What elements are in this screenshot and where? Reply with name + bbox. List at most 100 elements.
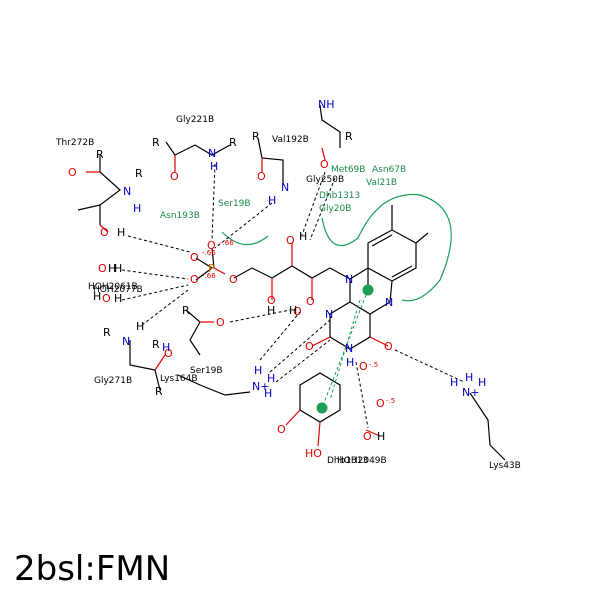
hoh2077-h2: H — [114, 292, 122, 305]
ser19-o: O — [216, 316, 225, 329]
hydrophobic-arc-2 — [321, 193, 452, 302]
atom-o2: O — [305, 340, 314, 353]
hoh2077-h: H — [93, 290, 101, 303]
gly271-h: H — [136, 320, 144, 333]
gly271-o: O — [164, 347, 173, 360]
label-gly271b: Gly271B — [94, 376, 132, 386]
lys164-nplus: N+ — [252, 380, 269, 393]
dhb-ring — [299, 372, 341, 423]
atom-o3p-h: H — [299, 230, 307, 243]
lys43-h3: H — [465, 371, 473, 384]
atom-op3: O — [190, 273, 199, 286]
benzene-ring — [367, 229, 417, 282]
dhb-oh: HO — [305, 447, 322, 460]
atom-labels: N N N N H O O O O H O H O P O O O -.66 -… — [190, 230, 393, 369]
hydrogen-bonds — [121, 163, 465, 429]
charge-op2: -.66 — [202, 249, 216, 257]
residue-labels: Thr272B Gly221B Val192B Gly250B Ser19B A… — [55, 115, 521, 471]
label-thr272b: Thr272B — [55, 138, 94, 148]
label-asn193b: Asn193B — [160, 211, 200, 221]
thr-h: H — [133, 202, 141, 215]
label-gly250b: Gly250B — [306, 175, 344, 185]
hydrophobic-arc-1 — [221, 231, 269, 246]
gly221-r: R — [152, 136, 160, 149]
gly250-h: H — [268, 194, 276, 207]
label-lys164b: Lys164B — [160, 374, 198, 384]
atom-n1: N — [385, 296, 393, 309]
dhb-o: O — [277, 423, 286, 436]
hoh2061-h2: H — [114, 262, 122, 275]
label-val21b: Val21B — [366, 178, 397, 188]
thr-o: O — [68, 166, 77, 179]
hoh-o: O — [363, 430, 372, 443]
gly221-h: H — [210, 160, 218, 173]
atom-n5-h: H — [346, 356, 354, 369]
q1-o: O — [359, 360, 368, 373]
gly271-r2: R — [155, 385, 163, 398]
val192-nh: NH — [318, 98, 335, 111]
atom-o2p: O — [306, 295, 315, 308]
atom-o4p: O — [267, 294, 276, 307]
residue-atoms: R O R N H O H R O N H R R O N H NH R O O… — [68, 98, 486, 460]
gly250-n: N — [281, 181, 289, 194]
thr-og-h: H — [117, 226, 125, 239]
pi-center-dhb — [316, 402, 328, 414]
label-val192b: Val192B — [272, 135, 309, 145]
val192-r: R — [345, 130, 353, 143]
atom-h-ser: H — [289, 304, 297, 317]
q1-charge: -.5 — [369, 361, 378, 369]
label-ser19b-bottom: Ser19B — [190, 366, 223, 376]
lys43-h1: H — [450, 376, 458, 389]
label-dhb1313-bottom: Dhb1313 — [327, 456, 368, 466]
gly271-r: R — [103, 326, 111, 339]
page-title: 2bsl:FMN — [14, 549, 171, 589]
label-gly20b: Gly20B — [319, 204, 351, 214]
label-hoh2077b: HOH2077B — [93, 285, 143, 295]
lys164-h2: H — [267, 372, 275, 385]
hoh-h: H — [377, 430, 385, 443]
atom-p: P — [208, 262, 215, 275]
atom-o-ser: O — [293, 305, 302, 318]
fmn-ligand — [195, 205, 429, 350]
atom-n3: N — [325, 308, 333, 321]
thr-og: O — [100, 226, 109, 239]
label-lys43b: Lys43B — [489, 461, 521, 471]
atom-n10: N — [345, 273, 353, 286]
hoh2077-o: O — [102, 292, 111, 305]
lys43-h2: H — [478, 376, 486, 389]
charge-op3: -.66 — [202, 272, 216, 280]
atom-o4p-h: H — [267, 304, 275, 317]
thr-r: R — [96, 148, 104, 161]
hoh2061-h: H — [108, 262, 116, 275]
gly221-n: N — [208, 147, 216, 160]
atom-o5p: O — [229, 273, 238, 286]
ser19-r: R — [182, 304, 190, 317]
lys164-r: R — [152, 338, 160, 351]
gly221-o: O — [170, 170, 179, 183]
lys164-h1: H — [254, 364, 262, 377]
residue-skeletons — [77, 104, 506, 461]
label-ser19b-top: Ser19B — [218, 199, 251, 209]
gly250-o: O — [257, 170, 266, 183]
lys43-nplus: N+ — [462, 386, 479, 399]
label-gly221b: Gly221B — [176, 115, 214, 125]
hoh2061-o: O — [98, 262, 107, 275]
q2-o: O — [376, 397, 385, 410]
atom-n5: N — [345, 342, 353, 355]
thr-r2: R — [135, 167, 143, 180]
gly271-n: N — [122, 335, 130, 348]
pi-center-flavin — [362, 284, 374, 296]
lys164-h3: H — [264, 387, 272, 400]
atom-op2: O — [190, 251, 199, 264]
val192-o: O — [320, 158, 329, 171]
label-asn67b: Asn67B — [372, 165, 406, 175]
atom-o4: O — [384, 340, 393, 353]
hydrophobic-contacts — [221, 193, 452, 302]
atom-op1: O — [207, 239, 216, 252]
q2-charge: -.5 — [386, 397, 395, 405]
lys164-nh: H — [162, 341, 170, 354]
charge-op1: -.66 — [220, 239, 234, 247]
label-hoh-bottom: HOH2049B — [337, 456, 387, 466]
label-dhb1313: Dhb1313 — [319, 191, 360, 201]
